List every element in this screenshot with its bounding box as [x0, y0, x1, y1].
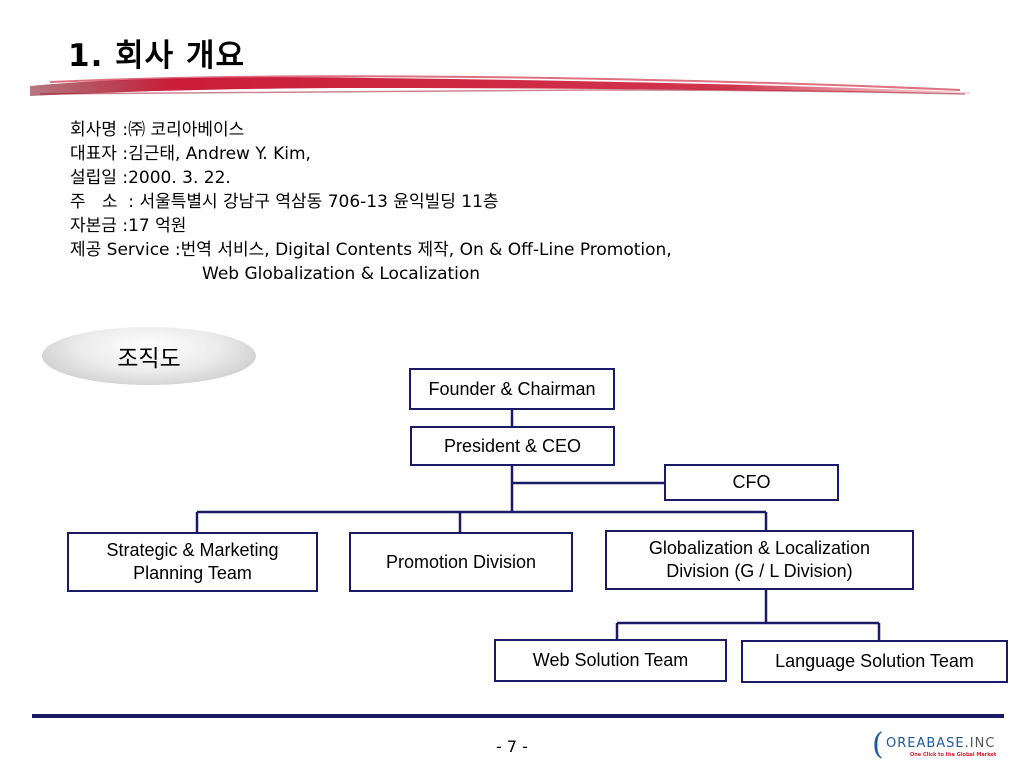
info-value: 17 억원 [128, 216, 187, 236]
slide-title: 1. 회사 개요 [68, 38, 246, 74]
info-ceo: 대표자 : 김근태, Andrew Y. Kim, [70, 142, 672, 166]
info-capital: 자본금 : 17 억원 [70, 214, 672, 238]
org-box-label: Globalization & Localization Division (G… [648, 538, 871, 581]
org-box-cfo: CFO [664, 464, 839, 501]
info-value: ㈜ 코리아베이스 [128, 120, 245, 140]
info-value: 김근태, Andrew Y. Kim, [128, 144, 311, 164]
org-chart-heading-oval: 조직도 [42, 327, 256, 385]
org-box-founder-chairman: Founder & Chairman [409, 368, 615, 410]
org-box-globalization-localization: Globalization & Localization Division (G… [605, 530, 914, 590]
logo-name: OREABASE.INC [886, 736, 995, 751]
org-box-label: Web Solution Team [532, 650, 689, 670]
info-service: 제공 Service : 번역 서비스, Digital Contents 제작… [70, 238, 672, 262]
info-label: 제공 Service : [70, 240, 181, 260]
info-service-continued: Web Globalization & Localization [70, 262, 672, 286]
org-box-label: CFO [732, 472, 771, 492]
info-value: 번역 서비스, Digital Contents 제작, On & Off-Li… [180, 240, 672, 260]
footer-divider [32, 714, 1004, 718]
koreabase-logo: ( OREABASE.INC One Click to the Global M… [872, 727, 996, 762]
org-box-label: Promotion Division [385, 551, 537, 572]
info-company-name: 회사명 : ㈜ 코리아베이스 [70, 118, 672, 142]
org-box-label: Language Solution Team [775, 651, 974, 671]
logo-mark: ( [872, 727, 884, 762]
org-box-label: President & CEO [443, 435, 582, 456]
org-box-promotion-division: Promotion Division [349, 532, 573, 592]
org-box-web-solution: Web Solution Team [494, 639, 727, 682]
info-label: 설립일 : [70, 168, 129, 188]
info-label: 주 소 : [70, 192, 140, 212]
org-box-label: Strategic & Marketing Planning Team [106, 540, 279, 583]
org-chart-heading: 조직도 [117, 346, 181, 372]
org-box-label: Founder & Chairman [428, 378, 596, 399]
info-label: 회사명 : [70, 120, 129, 140]
org-box-president-ceo: President & CEO [410, 426, 615, 466]
info-founded: 설립일 : 2000. 3. 22. [70, 166, 672, 190]
info-value: Web Globalization & Localization [202, 264, 481, 284]
org-box-language-solution: Language Solution Team [741, 640, 1008, 683]
org-box-strategic-marketing: Strategic & Marketing Planning Team [67, 532, 318, 592]
info-label: 자본금 : [70, 216, 129, 236]
info-label: 대표자 : [70, 144, 129, 164]
page-number: - 7 - [496, 737, 528, 756]
red-brush-stroke-divider [30, 75, 970, 96]
company-info: 회사명 : ㈜ 코리아베이스 대표자 : 김근태, Andrew Y. Kim,… [70, 118, 672, 286]
logo-name-text: OREABASE [886, 736, 965, 751]
info-address: 주 소 : 서울특별시 강남구 역삼동 706-13 윤익빌딩 11층 [70, 190, 672, 214]
logo-tagline: One Click to the Global Market [910, 752, 997, 758]
logo-inc-text: .INC [964, 736, 996, 751]
info-value: 2000. 3. 22. [128, 168, 231, 188]
info-value: 서울특별시 강남구 역삼동 706-13 윤익빌딩 11층 [139, 192, 499, 212]
